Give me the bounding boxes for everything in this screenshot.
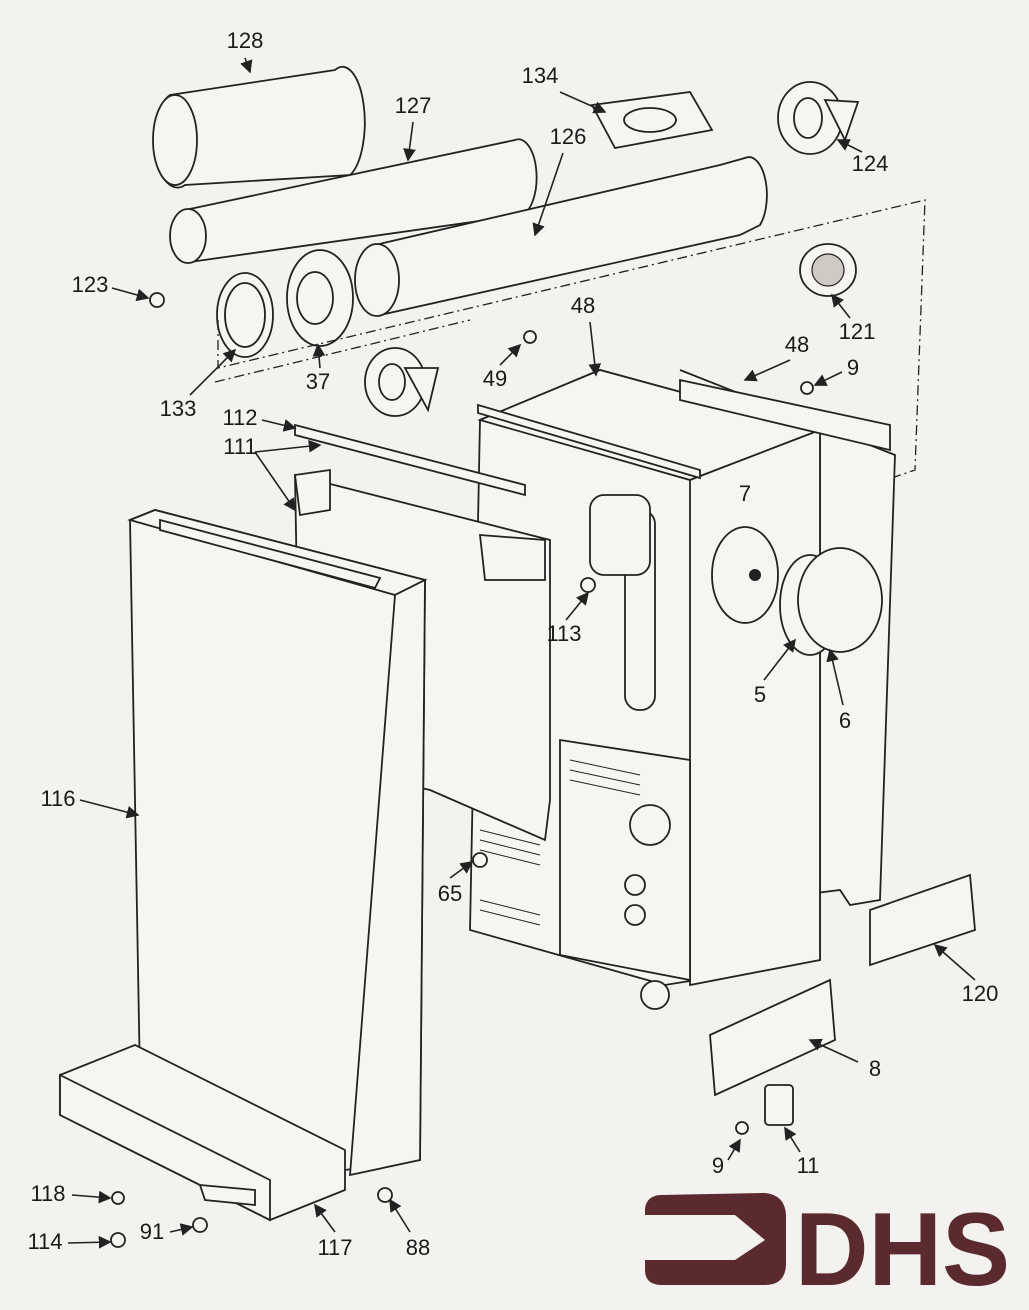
part-label-37: 37 (306, 369, 330, 394)
part-label-6: 6 (839, 708, 851, 733)
part-label-7: 7 (739, 481, 751, 506)
seal-134 (590, 91, 714, 150)
part-labels: 128 127 134 126 124 123 121 48 48 9 49 3… (27, 28, 998, 1260)
part-label-111: 111 (223, 434, 256, 459)
part-label-48: 48 (571, 293, 595, 318)
screws (110, 292, 814, 1248)
part-label-124: 124 (852, 151, 889, 176)
bottom-tray-117 (59, 1044, 346, 1222)
part-label-118: 118 (30, 1181, 65, 1206)
logo-text: DHS (795, 1192, 1010, 1308)
part-label-120: 120 (962, 981, 999, 1006)
part-label-9: 9 (847, 355, 859, 380)
adapter-37 (286, 249, 354, 347)
part-label-11: 11 (797, 1153, 820, 1178)
part-label-117: 117 (317, 1235, 352, 1260)
part-label-49: 49 (483, 366, 507, 391)
arrow-icon (645, 1193, 786, 1285)
part-label-126: 126 (550, 124, 587, 149)
part-label-128: 128 (227, 28, 264, 53)
part-label-134: 134 (522, 63, 559, 88)
part-label-116: 116 (40, 786, 75, 811)
part-label-112: 112 (222, 405, 257, 430)
part-label-121: 121 (839, 319, 876, 344)
collar-124 (777, 81, 860, 155)
spring-121 (799, 243, 857, 297)
part-label-113: 113 (546, 621, 581, 646)
part-label-65: 65 (438, 881, 462, 906)
part-label-91: 91 (140, 1219, 164, 1244)
pipe-126 (354, 156, 768, 317)
boiler-body (469, 369, 823, 1010)
part-label-48b: 48 (785, 332, 809, 357)
collar-loose (364, 347, 440, 417)
part-label-123: 123 (72, 272, 109, 297)
part-label-133: 133 (160, 396, 197, 421)
part-label-9b: 9 (712, 1153, 724, 1178)
ring-133 (216, 272, 274, 358)
part-label-8: 8 (869, 1056, 881, 1081)
part-label-127: 127 (395, 93, 432, 118)
part-label-114: 114 (27, 1229, 62, 1254)
leader-lines (67, 57, 976, 1249)
part-label-5: 5 (754, 682, 766, 707)
front-casing-116 (127, 509, 428, 1177)
part-label-88: 88 (406, 1235, 430, 1260)
pipe-128 (152, 65, 366, 189)
dhs-logo: DHS (645, 1192, 1010, 1308)
